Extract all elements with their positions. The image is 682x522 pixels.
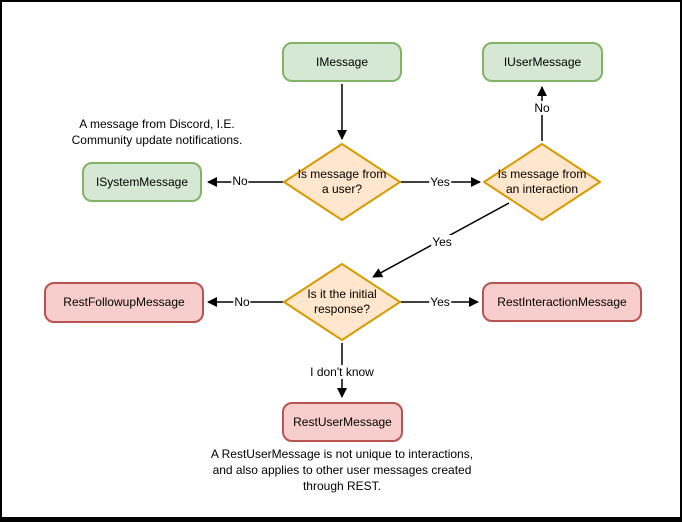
edge-label-no-to-followup: No xyxy=(233,295,251,309)
edge-label-yes-to-initial: Yes xyxy=(431,235,453,249)
node-restusermessage: RestUserMessage xyxy=(282,402,403,442)
node-iusermessage: IUserMessage xyxy=(482,42,603,82)
edge-label-no-to-systemmessage: No xyxy=(231,174,249,188)
diamond-is-from-interaction xyxy=(483,143,601,221)
diamond-is-from-user xyxy=(283,143,401,221)
decision-is-from-interaction-label: Is message from an interaction xyxy=(497,167,587,196)
node-restfollowupmessage: RestFollowupMessage xyxy=(44,282,204,323)
node-restinteractionmessage: RestInteractionMessage xyxy=(482,282,642,322)
decision-is-initial-response-label: Is it the initial response? xyxy=(307,287,377,316)
diamond-is-initial-response xyxy=(283,263,401,341)
edge-label-dont-know: I don't know xyxy=(309,365,375,379)
note-system-message: A message from Discord, I.E. Community u… xyxy=(71,117,243,147)
edge-label-yes-to-interaction: Yes xyxy=(429,175,451,189)
node-isystemmessage: ISystemMessage xyxy=(82,162,202,202)
note-rest-user-message: A RestUserMessage is not unique to inter… xyxy=(210,447,474,493)
node-imessage: IMessage xyxy=(282,42,402,82)
edge-label-yes-to-interactionmessage: Yes xyxy=(429,295,451,309)
decision-is-from-user-label: Is message from a user? xyxy=(297,167,387,196)
edge-label-no-to-usermessage: No xyxy=(533,101,551,115)
